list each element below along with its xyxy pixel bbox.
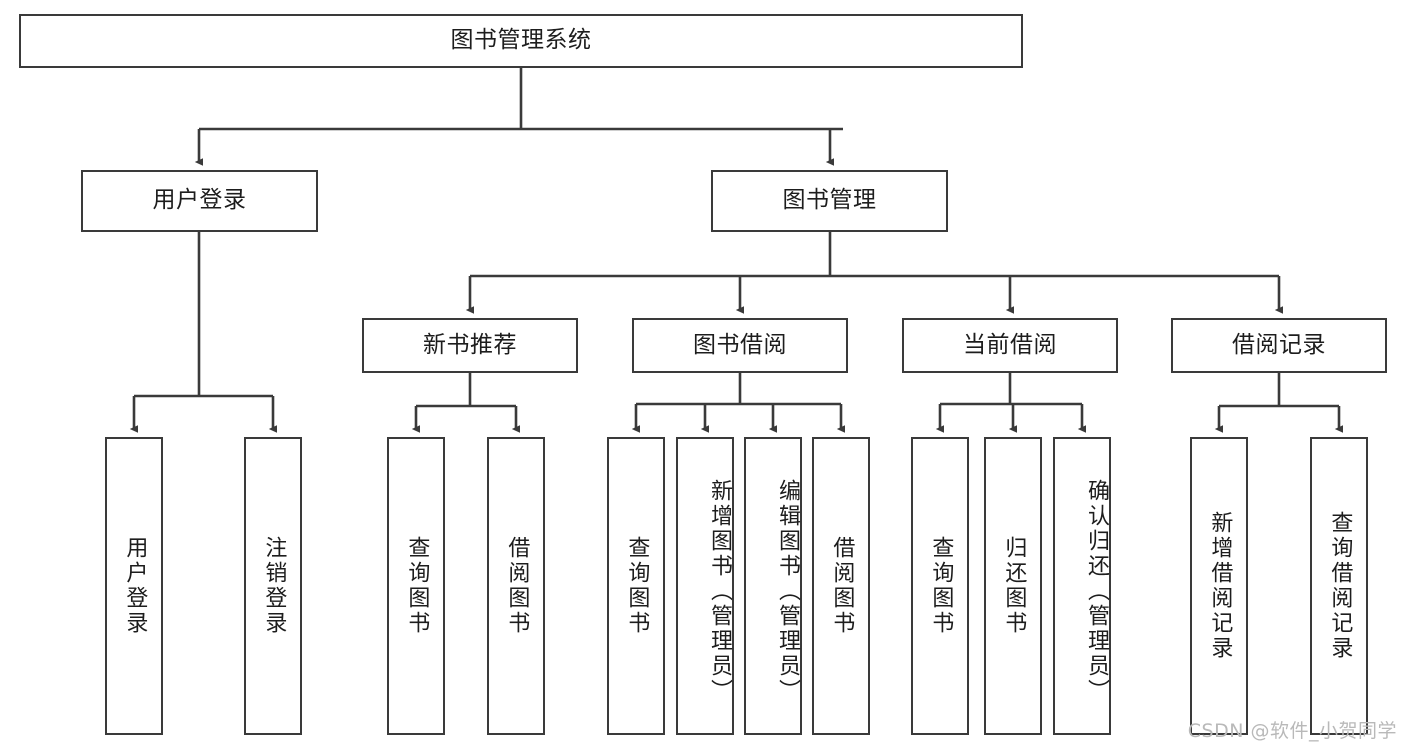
node-user-login-label: 用户登录 [152, 187, 247, 214]
node-leaf-query-record-label: 查询借阅记录 [1327, 511, 1353, 661]
node-leaf-logout-label: 注销登录 [261, 536, 287, 636]
node-leaf-add-book-label: 新增图书（管理员） [707, 478, 732, 704]
node-leaf-edit-book[interactable]: 编辑图书（管理员） [744, 437, 802, 735]
node-leaf-borrow-book-1-label: 借阅图书 [504, 536, 530, 636]
node-book-management-label: 图书管理 [782, 187, 877, 214]
node-leaf-borrow-book-2[interactable]: 借阅图书 [812, 437, 870, 735]
node-leaf-query-book-1[interactable]: 查询图书 [387, 437, 445, 735]
node-book-borrow-label: 图书借阅 [693, 331, 787, 358]
node-leaf-borrow-book-1[interactable]: 借阅图书 [487, 437, 545, 735]
node-current-borrow[interactable]: 当前借阅 [902, 318, 1118, 373]
node-book-borrow[interactable]: 图书借阅 [632, 318, 848, 373]
node-leaf-add-record[interactable]: 新增借阅记录 [1190, 437, 1248, 735]
node-root-label: 图书管理系统 [450, 27, 592, 54]
node-leaf-logout[interactable]: 注销登录 [244, 437, 302, 735]
watermark: CSDN @软件_小贺同学 [1187, 720, 1397, 742]
node-leaf-query-record[interactable]: 查询借阅记录 [1310, 437, 1368, 735]
node-leaf-query-book-3[interactable]: 查询图书 [911, 437, 969, 735]
node-book-management[interactable]: 图书管理 [711, 170, 948, 232]
node-borrow-record-label: 借阅记录 [1232, 331, 1326, 358]
node-leaf-return-book[interactable]: 归还图书 [984, 437, 1042, 735]
node-user-login[interactable]: 用户登录 [81, 170, 318, 232]
node-leaf-query-book-3-label: 查询图书 [928, 536, 954, 636]
node-leaf-add-record-label: 新增借阅记录 [1207, 511, 1233, 661]
node-leaf-user-login[interactable]: 用户登录 [105, 437, 163, 735]
node-root[interactable]: 图书管理系统 [19, 14, 1023, 68]
node-leaf-return-book-label: 归还图书 [1001, 536, 1027, 636]
node-new-book-recommend[interactable]: 新书推荐 [362, 318, 578, 373]
node-leaf-confirm-return-label: 确认归还（管理员） [1084, 478, 1109, 704]
node-leaf-edit-book-label: 编辑图书（管理员） [775, 478, 800, 704]
node-leaf-confirm-return[interactable]: 确认归还（管理员） [1053, 437, 1111, 735]
node-leaf-user-login-label: 用户登录 [122, 536, 148, 636]
node-leaf-query-book-2-label: 查询图书 [624, 536, 650, 636]
node-leaf-query-book-1-label: 查询图书 [404, 536, 430, 636]
node-new-book-recommend-label: 新书推荐 [423, 331, 517, 358]
node-borrow-record[interactable]: 借阅记录 [1171, 318, 1387, 373]
node-leaf-query-book-2[interactable]: 查询图书 [607, 437, 665, 735]
node-leaf-add-book[interactable]: 新增图书（管理员） [676, 437, 734, 735]
node-leaf-borrow-book-2-label: 借阅图书 [829, 536, 855, 636]
node-current-borrow-label: 当前借阅 [963, 331, 1057, 358]
